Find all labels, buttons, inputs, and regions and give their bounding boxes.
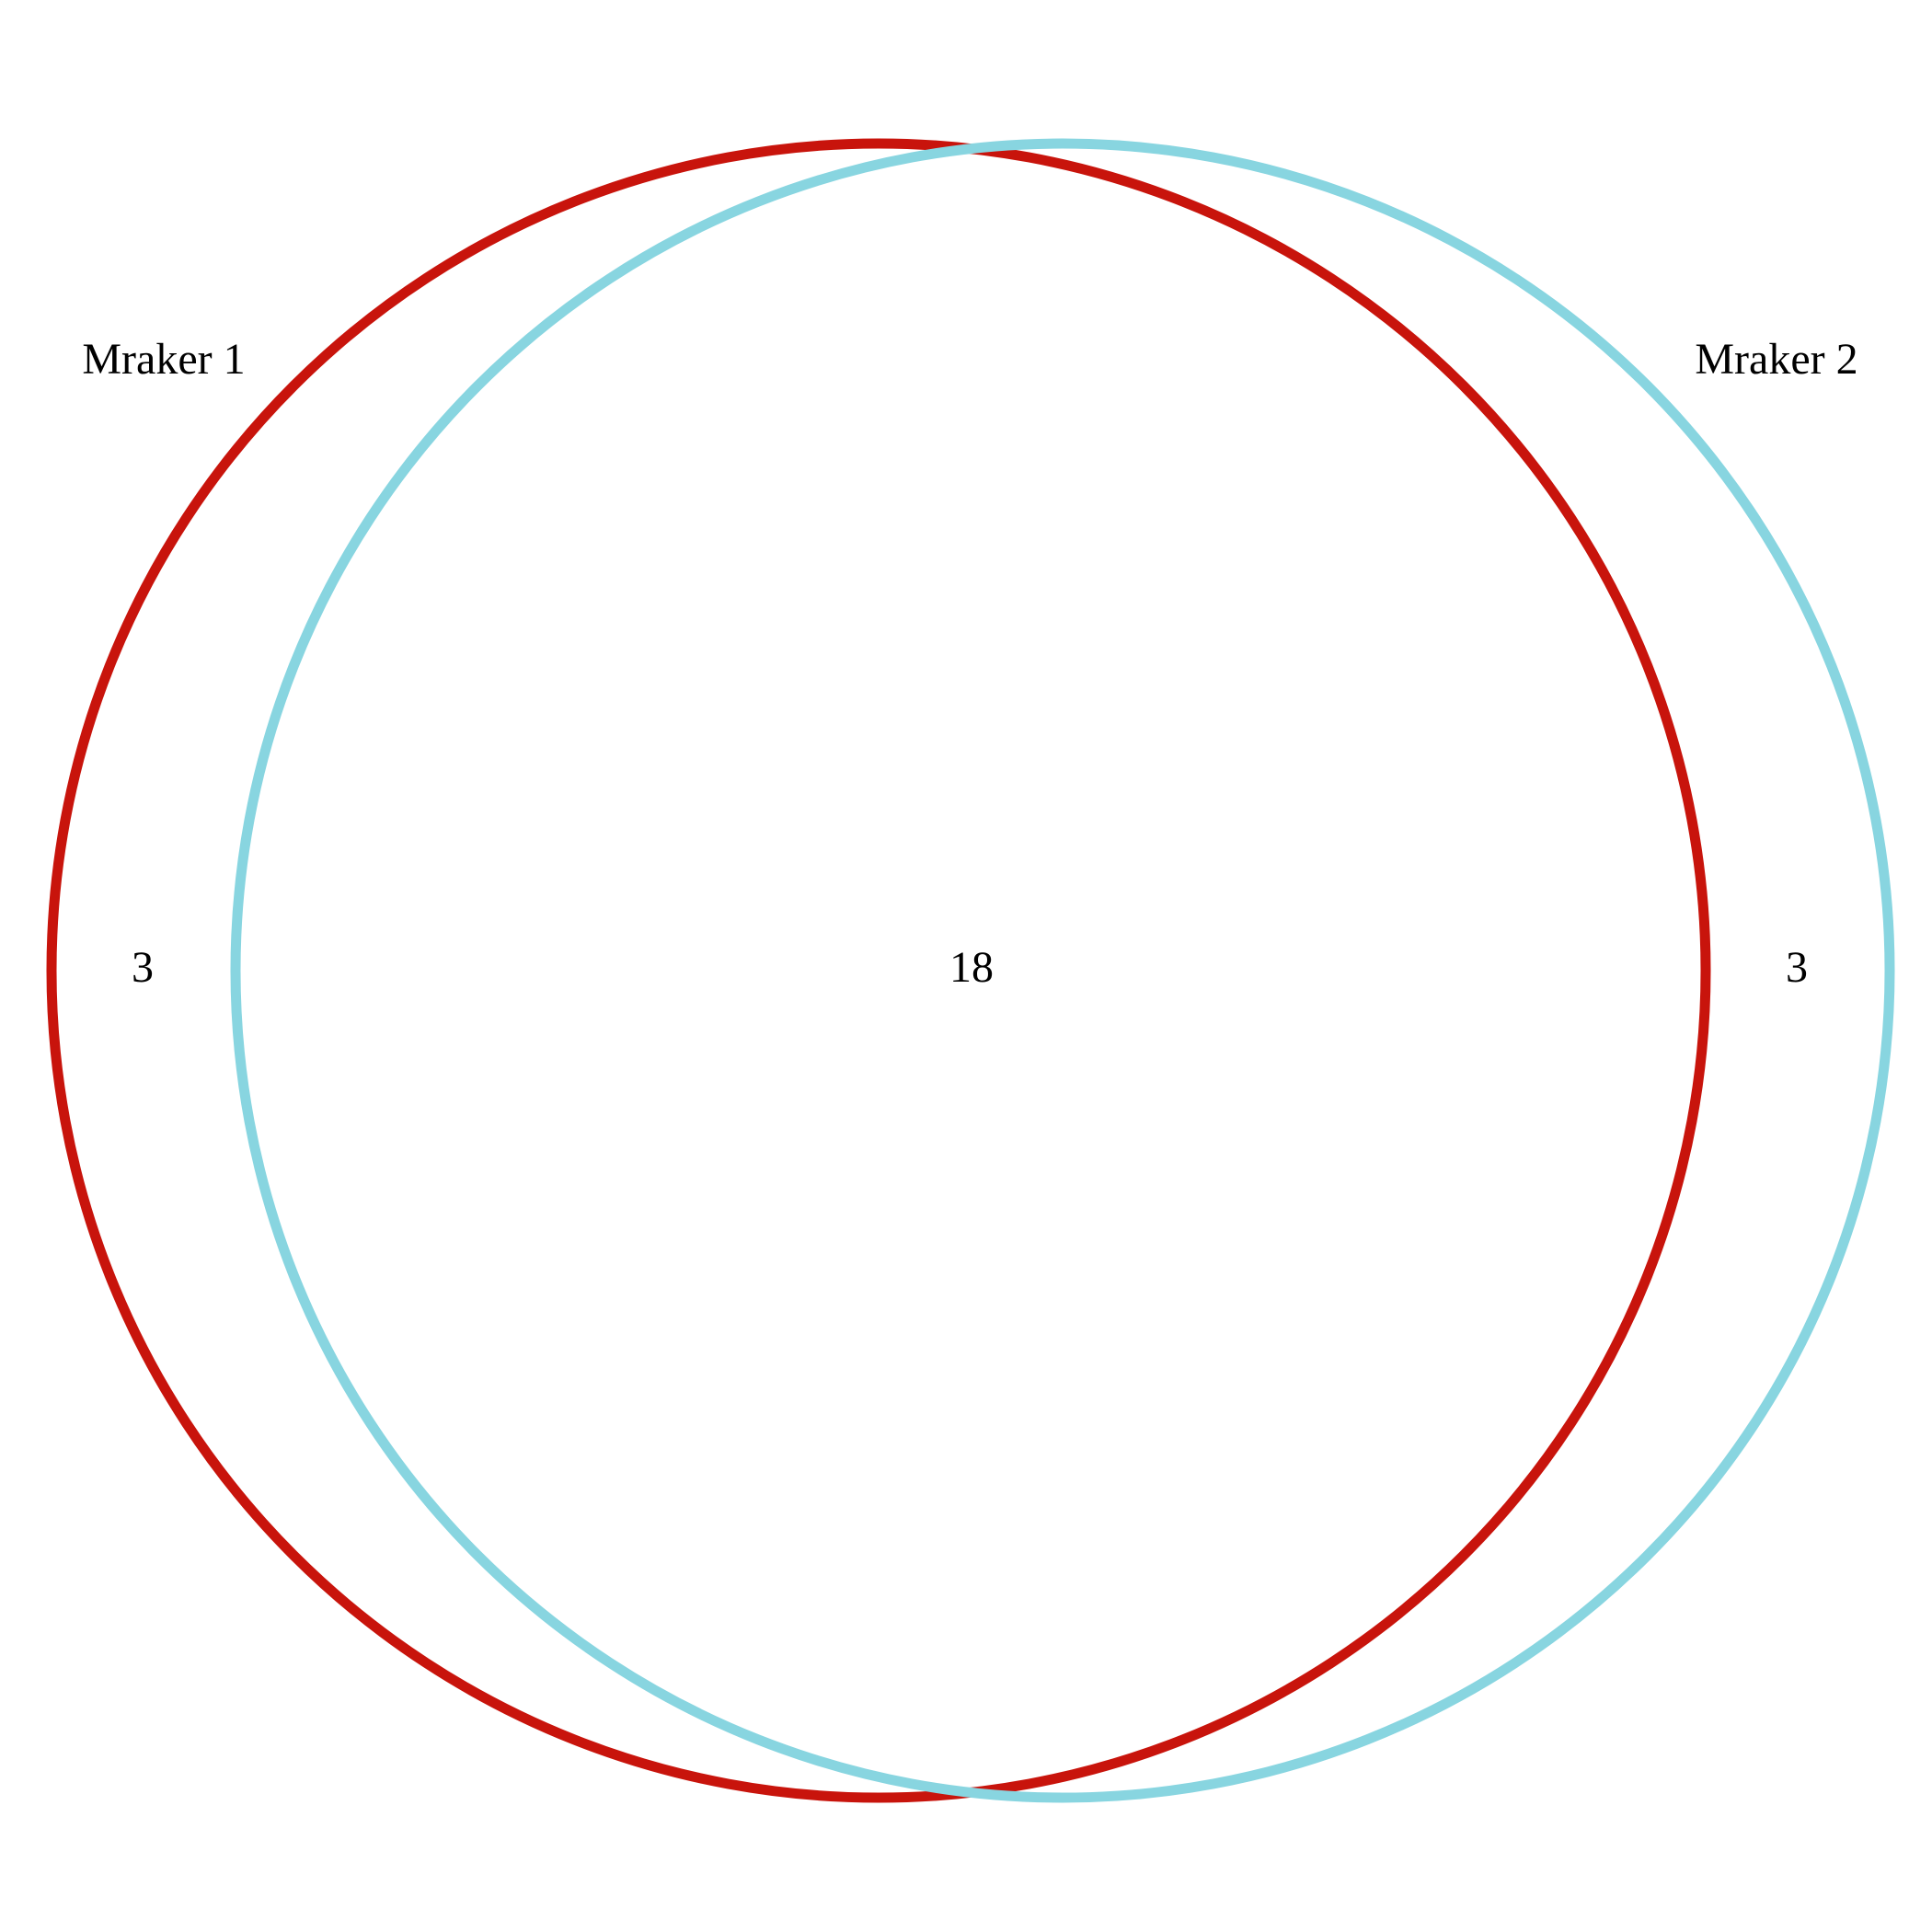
set-1-circle bbox=[46, 138, 1711, 1803]
set-2-label: Mraker 2 bbox=[1695, 335, 1857, 384]
set-2-only-count: 3 bbox=[1786, 943, 1808, 992]
set-1-label: Mraker 1 bbox=[82, 335, 245, 384]
intersection-count: 18 bbox=[949, 943, 994, 992]
set-1-only-count: 3 bbox=[132, 943, 154, 992]
set-2-circle bbox=[230, 138, 1895, 1803]
